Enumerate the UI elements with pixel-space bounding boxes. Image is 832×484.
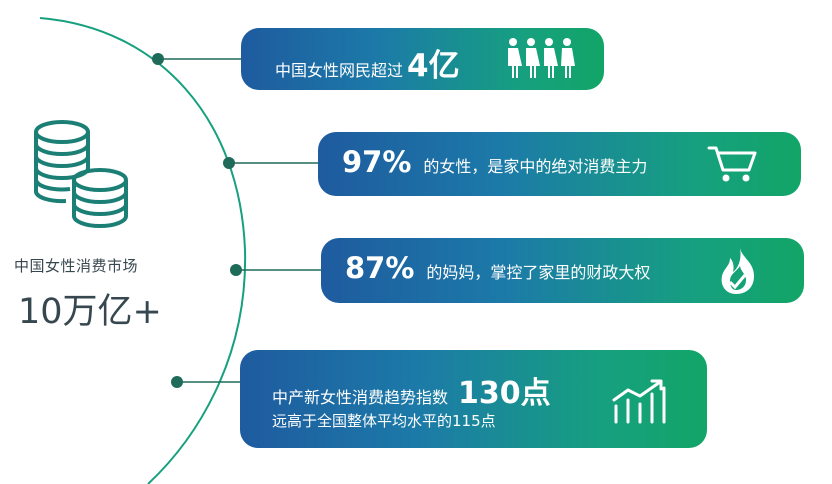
stat-pill-consumption-index: 中产新女性消费趋势指数 130点 远高于全国整体平均水平的115点 bbox=[240, 350, 707, 448]
stat-text: 的妈妈，掌控了家里的财政大权 bbox=[426, 263, 651, 282]
coin-stack-icon bbox=[34, 120, 128, 228]
flame-icon bbox=[721, 248, 754, 294]
stat-pill-women-users: 中国女性网民超过 4亿 bbox=[241, 28, 604, 90]
stat-highlight: 87% bbox=[345, 251, 415, 285]
arc-line bbox=[39, 17, 247, 484]
connector-dot-1 bbox=[152, 53, 164, 65]
stat-highlight: 130点 bbox=[458, 376, 551, 411]
stat-pill-mothers-finance: 87% 的妈妈，掌控了家里的财政大权 bbox=[321, 238, 804, 303]
stat-highlight: 4亿 bbox=[407, 48, 460, 84]
rising-chart-icon bbox=[612, 379, 666, 424]
stat-subtext: 远高于全国整体平均水平的115点 bbox=[272, 412, 496, 430]
stat-text: 中产新女性消费趋势指数 bbox=[272, 388, 449, 407]
stat-highlight: 97% bbox=[342, 145, 412, 179]
shopping-cart-icon bbox=[707, 146, 757, 182]
women-group-icon bbox=[508, 38, 575, 78]
connector-dot-4 bbox=[171, 376, 183, 388]
stat-text: 中国女性网民超过 bbox=[275, 61, 404, 80]
connector-dot-3 bbox=[230, 264, 242, 276]
market-label: 中国女性消费市场 bbox=[14, 257, 139, 275]
connector-dot-2 bbox=[223, 157, 235, 169]
stat-text: 的女性，是家中的绝对消费主力 bbox=[423, 157, 648, 176]
market-value: 10万亿+ bbox=[18, 292, 162, 332]
